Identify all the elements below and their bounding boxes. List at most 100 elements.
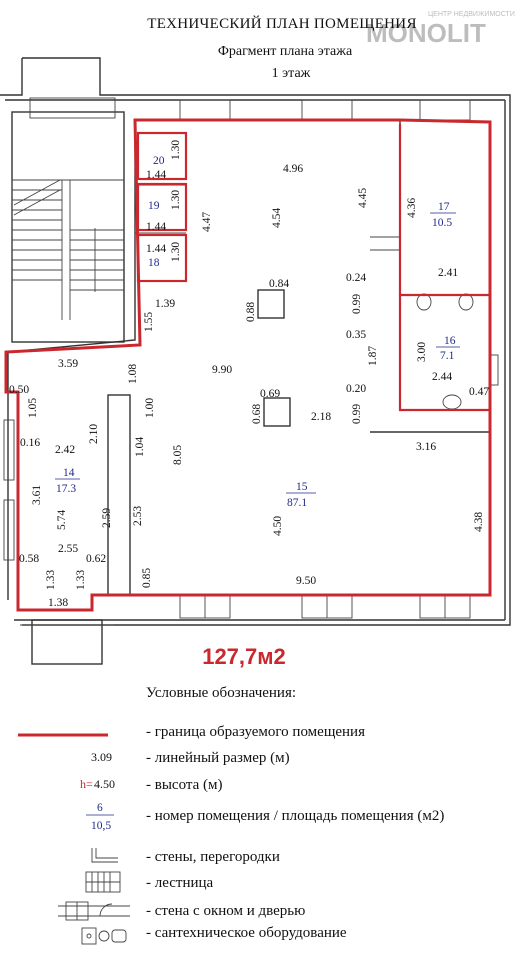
dim: 1.05 [27,398,39,418]
room-area: 1.44 [146,243,166,255]
room-number: 14 [63,467,75,479]
dim: 5.74 [56,510,68,530]
dim: 1.00 [144,398,156,418]
legend: Условные обозначения: - граница образуем… [18,685,444,945]
dim: 1.04 [134,437,146,457]
dim: 0.84 [269,278,289,290]
dim: 1.87 [367,346,379,366]
dim: 2.41 [438,267,458,279]
dim: 1.30 [170,242,182,262]
room-number: 15 [296,481,308,493]
legend-item-text: - высота (м) [146,777,223,793]
dim: 0.50 [9,384,29,396]
entrance [31,619,103,665]
toilet-icon [416,293,432,311]
dim: 3.16 [416,441,436,453]
room-area: 17.3 [56,483,76,495]
dim: 4.45 [357,188,369,208]
room-area: 87.1 [287,497,307,509]
room-number: 19 [148,200,160,212]
legend-area-sample: 10,5 [91,820,111,832]
dim: 0.88 [245,302,257,322]
dim: 0.99 [351,404,363,424]
legend-room-sample: 6 [97,802,103,814]
dim: 1.08 [127,364,139,384]
column [263,397,291,427]
walls-sample-icon [91,848,118,863]
dim: 4.38 [473,512,485,532]
dim: 1.33 [75,570,87,590]
dim: 0.20 [346,383,366,395]
plan-floor: 1 этаж [272,66,311,81]
dim: 0.35 [346,329,366,341]
dim: 3.00 [416,342,428,362]
stairs-sample-icon [85,871,121,893]
dim: 2.44 [432,371,452,383]
room-number: 17 [438,201,450,213]
dim: 1.33 [45,570,57,590]
dim: 4.96 [283,163,303,175]
dim: 2.53 [132,506,144,526]
toilet-icon [458,293,474,311]
dim: 3.61 [31,485,43,505]
dim: 2.55 [58,543,78,555]
dim: 9.50 [296,575,316,587]
sink-icon [442,394,462,410]
room-area: 1.44 [146,169,166,181]
dim: 1.30 [170,190,182,210]
room-number: 18 [148,257,160,269]
dim: 4.50 [272,516,284,536]
dim: 1.38 [48,597,68,609]
legend-item-text: - лестница [146,875,214,891]
dim: 1.39 [155,298,175,310]
column [257,289,285,319]
dim: 2.10 [88,424,100,444]
room-area: 1.44 [146,221,166,233]
legend-item-text: - номер помещения / площадь помещения (м… [146,808,444,824]
dim: 0.62 [86,553,106,565]
dim: 2.59 [101,508,113,528]
legend-item-text: - граница образуемого помещения [146,724,365,740]
dimension-labels: 4.47 4.96 4.54 4.45 4.36 2.41 0.24 0.84 … [9,163,489,609]
dim: 0.47 [469,386,489,398]
premises-boundary [4,118,492,612]
plumbing-sample-icon [81,927,127,945]
dim: 4.54 [271,208,283,228]
wall-window-door-sample-icon [58,901,130,921]
dim: 8.05 [172,445,184,465]
dim: 0.99 [351,294,363,314]
plan-subtitle: Фрагмент плана этажа [218,44,353,59]
watermark-logo: MONOLIT [366,18,486,48]
watermark-small: ЦЕНТР НЕДВИЖИМОСТИ [428,11,515,18]
dim: 2.42 [55,444,75,456]
dim: 2.18 [311,411,331,423]
total-area: 127,7м2 [202,644,286,669]
legend-heading: Условные обозначения: [146,685,296,701]
room-number: 16 [444,335,456,347]
legend-item-text: - сантехническое оборудование [146,925,347,941]
room-area: 10.5 [432,217,452,229]
dim: 0.85 [141,568,153,588]
dim: 0.69 [260,388,280,400]
room-area: 7.1 [440,350,455,362]
dim: 0.24 [346,272,366,284]
dim: 4.36 [406,198,418,218]
legend-height-prefix: h= [80,777,93,791]
legend-height-sample: 4.50 [94,777,115,791]
dim: 0.16 [20,437,40,449]
dim: 3.59 [58,358,78,370]
legend-item-text: - линейный размер (м) [146,750,290,766]
legend-dim-sample: 3.09 [91,750,112,764]
dim: 9.90 [212,364,232,376]
dim: 4.47 [201,212,213,232]
dim: 0.68 [251,404,263,424]
legend-item-text: - стены, перегородки [146,849,280,865]
room-number: 20 [153,155,165,167]
dim: 1.55 [143,312,155,332]
plan-title: ТЕХНИЧЕСКИЙ ПЛАН ПОМЕЩЕНИЯ [147,15,417,32]
dim: 0.58 [19,553,39,565]
dim: 1.30 [170,140,182,160]
legend-item-text: - стена с окном и дверью [146,903,305,919]
stairwell [11,111,125,343]
